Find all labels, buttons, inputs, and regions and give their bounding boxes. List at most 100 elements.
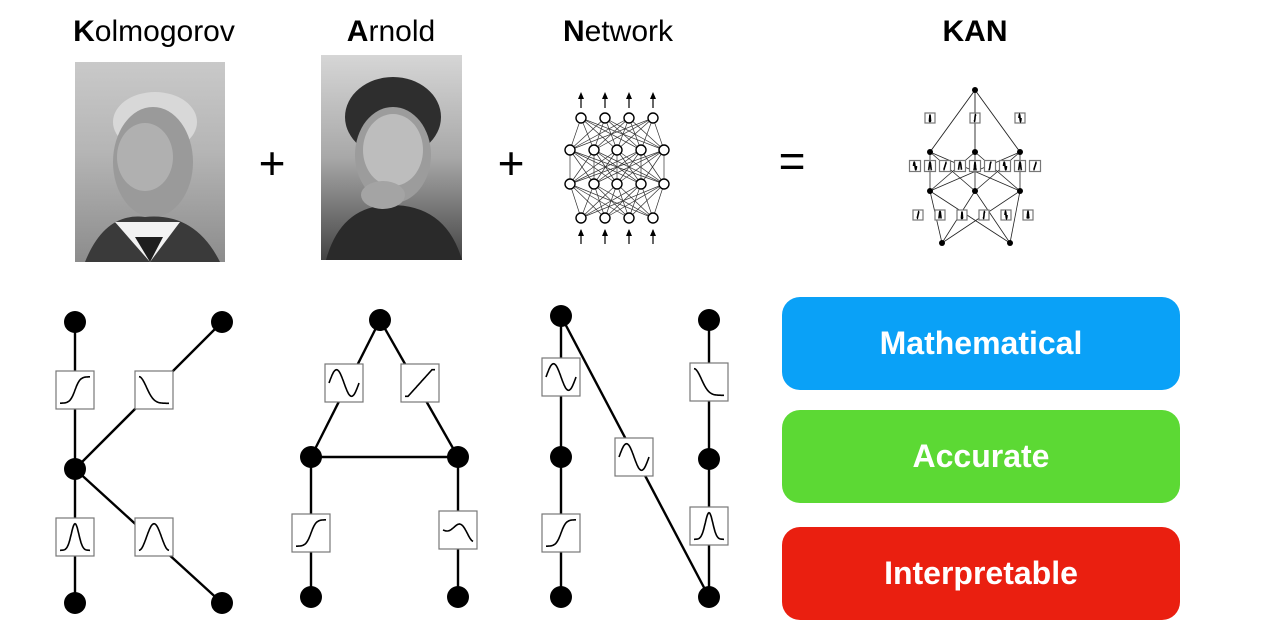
letter-k-box-bottom-curve xyxy=(60,522,90,552)
mathematical-badge: Mathematical xyxy=(782,297,1180,390)
network-edge-l2-20 xyxy=(569,149,665,185)
network-arrowhead-top-1 xyxy=(602,92,608,99)
kan-mini-mid-2 xyxy=(938,159,952,173)
letter-n-node-2 xyxy=(550,586,572,608)
kan-mini-mid-5-curve xyxy=(988,161,992,171)
heading-arnold: Arnold xyxy=(347,12,435,52)
letter-n-node-3 xyxy=(698,309,720,331)
network-edge-l2-23 xyxy=(640,149,665,185)
kan-mini-mid-7 xyxy=(1013,159,1027,173)
kan-mini-mid-8-curve xyxy=(1033,161,1037,171)
kan-mini-mid-7-curve xyxy=(1017,161,1023,171)
letter-a-node-2 xyxy=(447,446,469,468)
network-node-h2-4 xyxy=(658,178,670,190)
network-arrowhead-bottom-1 xyxy=(602,229,608,236)
letter-a-box-left-curve xyxy=(328,368,360,398)
kan-mini-low-0 xyxy=(912,209,924,221)
letter-n-box-right-bottom-curve xyxy=(694,511,724,541)
kan-mini-mid-1-curve xyxy=(927,161,933,171)
interpretable-label: Interpretable xyxy=(884,555,1078,591)
network-edge-l2-22 xyxy=(616,149,665,185)
kan-node-l2-1 xyxy=(972,188,978,194)
kolmogorov-portrait xyxy=(75,62,225,262)
kan-mini-top-0 xyxy=(924,112,936,124)
heading-arnold-initial: A xyxy=(346,15,369,48)
letter-n-node-0 xyxy=(550,305,572,327)
network-edge-l3-18 xyxy=(628,183,665,219)
letter-a-node-4 xyxy=(447,586,469,608)
network-edge-l1-17 xyxy=(616,117,654,151)
kan-mini-low-4-curve xyxy=(1004,209,1008,221)
letter-n-node-5 xyxy=(698,586,720,608)
arnold-portrait xyxy=(321,55,462,260)
network-node-bottom-3 xyxy=(647,212,659,224)
kan-mini-mid-2-curve xyxy=(943,161,947,171)
letter-a-box-right-leg-curve xyxy=(442,523,474,543)
letter-a-box-left-leg-curve xyxy=(296,519,326,547)
kan-mini-top-1 xyxy=(969,112,981,124)
kan-mini-mid-0-curve xyxy=(912,161,918,171)
network-edge-l1-10 xyxy=(569,117,630,151)
kan-node-l2-2 xyxy=(1017,188,1023,194)
letter-k-box-arm-curve xyxy=(138,375,169,405)
letter-n-box-diagonal xyxy=(614,437,654,477)
arnold-portrait-drawing xyxy=(326,77,462,260)
kan-edge-mid-3 xyxy=(929,151,976,192)
letter-n-node-1 xyxy=(550,446,572,468)
network-edge-l3-0 xyxy=(569,183,582,219)
network-edge-l2-5 xyxy=(569,149,595,185)
kan-mini-low-2-curve xyxy=(960,211,964,220)
kan-mini-top-1-curve xyxy=(973,113,977,123)
kan-node-l1-2 xyxy=(1017,149,1023,155)
equals-sign: = xyxy=(778,135,806,187)
mathematical-label: Mathematical xyxy=(879,325,1083,361)
accurate-label: Accurate xyxy=(912,438,1050,474)
letter-k-node-0 xyxy=(64,311,86,333)
network-arrowhead-top-2 xyxy=(626,92,632,99)
network-node-h2-3 xyxy=(635,178,647,190)
letter-a-box-right-leg-frame xyxy=(438,510,478,550)
letter-k-node-4 xyxy=(211,592,233,614)
network-edge-l3-8 xyxy=(580,183,618,219)
network-edge-l2-21 xyxy=(593,149,665,185)
network-node-bottom-2 xyxy=(623,212,635,224)
kan-edge-top-0 xyxy=(929,89,976,153)
kan-mini-mid-1 xyxy=(923,159,937,173)
heading-network-rest: etwork xyxy=(584,15,674,48)
kan-mini-top-0-curve xyxy=(928,114,932,123)
network-arrowhead-bottom-2 xyxy=(626,229,632,236)
network-edge-l3-16 xyxy=(580,183,665,219)
kan-mini-top-2-curve xyxy=(1018,112,1022,124)
letter-n-box-left-top-curve xyxy=(545,362,577,392)
kan-mini-low-3 xyxy=(978,209,990,221)
network-edge-l1-14 xyxy=(628,117,665,151)
letter-a-box-right xyxy=(400,363,440,403)
kan-mini-low-2 xyxy=(956,209,968,221)
kan-mini-low-0-curve xyxy=(916,210,920,220)
letter-a-box-left-leg xyxy=(291,513,331,553)
letter-a-box-right-leg xyxy=(438,510,478,550)
kan-node-l2-0 xyxy=(927,188,933,194)
letter-n-box-right-top xyxy=(689,362,729,402)
network-node-bottom-1 xyxy=(599,212,611,224)
interpretable-badge: Interpretable xyxy=(782,527,1180,620)
network-edge-l2-15 xyxy=(569,149,642,185)
kan-node-l1-0 xyxy=(927,149,933,155)
kan-mini-low-5-curve xyxy=(1026,209,1030,219)
letter-k-node-2 xyxy=(64,458,86,480)
kan-mini-mid-8 xyxy=(1028,159,1042,173)
network-node-h1-3 xyxy=(635,144,647,156)
kan-mini-mid-6-curve xyxy=(1002,161,1008,171)
letter-k-node-1 xyxy=(211,311,233,333)
heading-kan: KAN xyxy=(942,15,1008,48)
letter-k-node-3 xyxy=(64,592,86,614)
heading-network: Network xyxy=(563,12,673,52)
heading-network-initial: N xyxy=(562,15,585,48)
network-node-h2-0 xyxy=(564,178,576,190)
kan-node-l1-1 xyxy=(972,149,978,155)
kan-edge-low-3 xyxy=(929,190,1011,244)
network-node-bottom-0 xyxy=(575,212,587,224)
accurate-badge: Accurate xyxy=(782,410,1180,503)
network-node-h1-1 xyxy=(588,144,600,156)
plus-sign-1: + xyxy=(258,137,286,189)
